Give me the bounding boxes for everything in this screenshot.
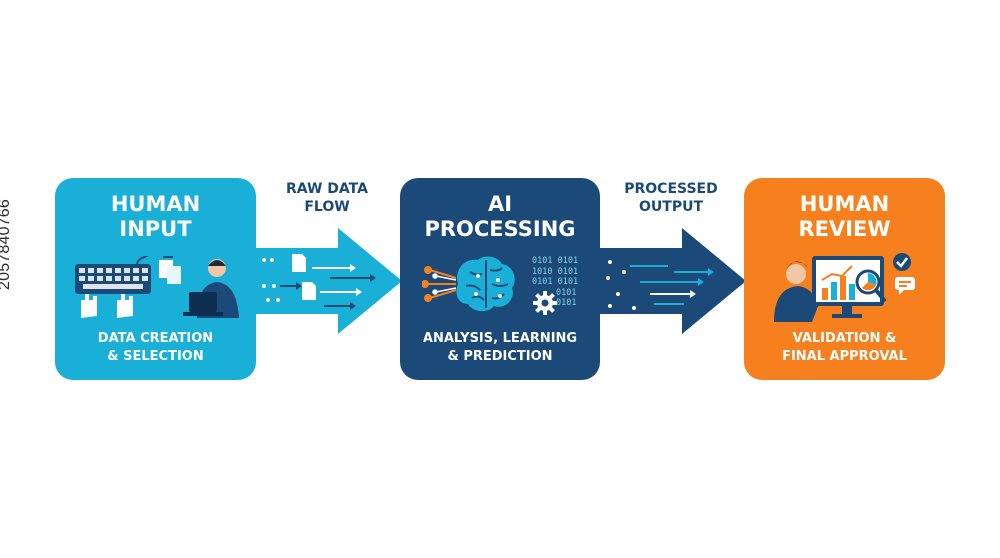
binary-line: 0101 0101 (532, 277, 579, 287)
binary-code-block: 0101 0101 1010 0101 0101 0101 0101 0101 (532, 256, 592, 309)
processed-output-line2: OUTPUT (639, 199, 703, 215)
binary-line: 0101 0101 (532, 256, 579, 266)
raw-data-flow-label: RAW DATA FLOW (252, 180, 402, 216)
ai-processing-sub-line2: & PREDICTION (447, 349, 553, 364)
person-monitor-chart-icon (774, 256, 886, 322)
stock-id-text: 2057840766 (0, 199, 13, 290)
raw-data-flow-line2: FLOW (304, 199, 350, 215)
data-dots-icon (262, 258, 280, 302)
human-review-box: HUMAN REVIEW VALIDATION & FINAL AP (744, 178, 945, 380)
human-review-sub-line1: VALIDATION & (792, 331, 897, 346)
human-review-title-line1: HUMAN (799, 192, 890, 216)
human-review-title-line2: REVIEW (798, 217, 891, 241)
binary-line: 0101 (556, 287, 577, 298)
human-review-sub-line2: FINAL APPROVAL (782, 349, 907, 364)
keyboard-hands-person-laptop-icon (75, 256, 239, 318)
ai-processing-subtitle: ANALYSIS, LEARNING & PREDICTION (400, 330, 600, 366)
document-icon (292, 254, 316, 300)
data-dots-icon (606, 260, 636, 310)
human-input-subtitle: DATA CREATION & SELECTION (55, 330, 256, 366)
human-input-sub-line1: DATA CREATION (97, 331, 214, 346)
chat-bubble-icon (895, 277, 915, 295)
flow-arrows-icon (630, 265, 714, 305)
ai-processing-box: AI PROCESSING 0101 (400, 178, 600, 380)
ai-processing-title-line1: AI (487, 192, 513, 216)
checkmark-badge-icon (893, 253, 911, 271)
processed-output-label: PROCESSED OUTPUT (596, 180, 746, 216)
raw-data-flow-arrow (250, 228, 402, 334)
raw-data-flow-line1: RAW DATA (286, 181, 368, 197)
processed-output-line1: PROCESSED (624, 181, 718, 197)
ai-processing-sub-line1: ANALYSIS, LEARNING (422, 331, 578, 346)
binary-line: 1010 0101 (532, 266, 579, 277)
ai-processing-title: AI PROCESSING (400, 192, 600, 242)
human-review-title: HUMAN REVIEW (744, 192, 945, 242)
human-review-subtitle: VALIDATION & FINAL APPROVAL (744, 330, 945, 366)
binary-line: 0101 (556, 298, 577, 308)
flow-arrows-icon (280, 264, 376, 310)
human-input-sub-line2: & SELECTION (107, 349, 204, 364)
gear-icon (533, 291, 557, 315)
human-input-title-line1: HUMAN (110, 192, 201, 216)
ai-processing-title-line2: PROCESSING (424, 217, 576, 241)
processed-output-arrow (594, 228, 746, 334)
human-input-title-line2: INPUT (119, 217, 192, 241)
brain-circuit-gear-icon (422, 256, 515, 312)
human-input-title: HUMAN INPUT (55, 192, 256, 242)
human-input-box: HUMAN INPUT DATA CREATION & SELECTION (55, 178, 256, 380)
